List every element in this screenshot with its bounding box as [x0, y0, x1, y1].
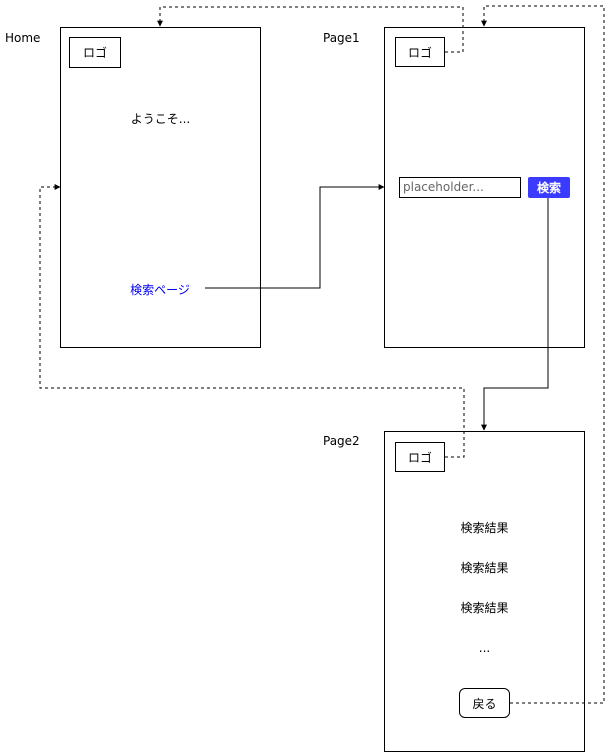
home-welcome-text: ようこそ... [130, 112, 191, 126]
home-search-page-link[interactable]: 検索ページ [130, 283, 190, 297]
arrow-back-button-to-page1 [481, 5, 605, 704]
page1-search-input[interactable]: placeholder... [399, 177, 521, 198]
arrow-page2-logo-to-home [39, 184, 465, 458]
home-logo[interactable]: ロゴ [69, 37, 121, 68]
page2-result-item: 検索結果 [460, 601, 509, 615]
arrow-home-link-to-page1 [205, 184, 385, 289]
page2-result-item: 検索結果 [460, 561, 509, 575]
page1-logo[interactable]: ロゴ [395, 37, 445, 67]
page2-results-ellipsis: ... [478, 641, 491, 655]
page1-page-label: Page1 [323, 31, 360, 45]
home-screen-frame [60, 27, 261, 348]
arrow-search-button-to-page2 [481, 198, 549, 431]
page1-search-button[interactable]: 検索 [528, 177, 570, 198]
home-page-label: Home [5, 31, 41, 45]
page2-page-label: Page2 [323, 434, 360, 448]
page2-result-item: 検索結果 [460, 521, 509, 535]
arrow-page1-logo-to-home [157, 6, 464, 53]
page2-back-button[interactable]: 戻る [459, 688, 510, 718]
page2-logo[interactable]: ロゴ [395, 442, 445, 472]
